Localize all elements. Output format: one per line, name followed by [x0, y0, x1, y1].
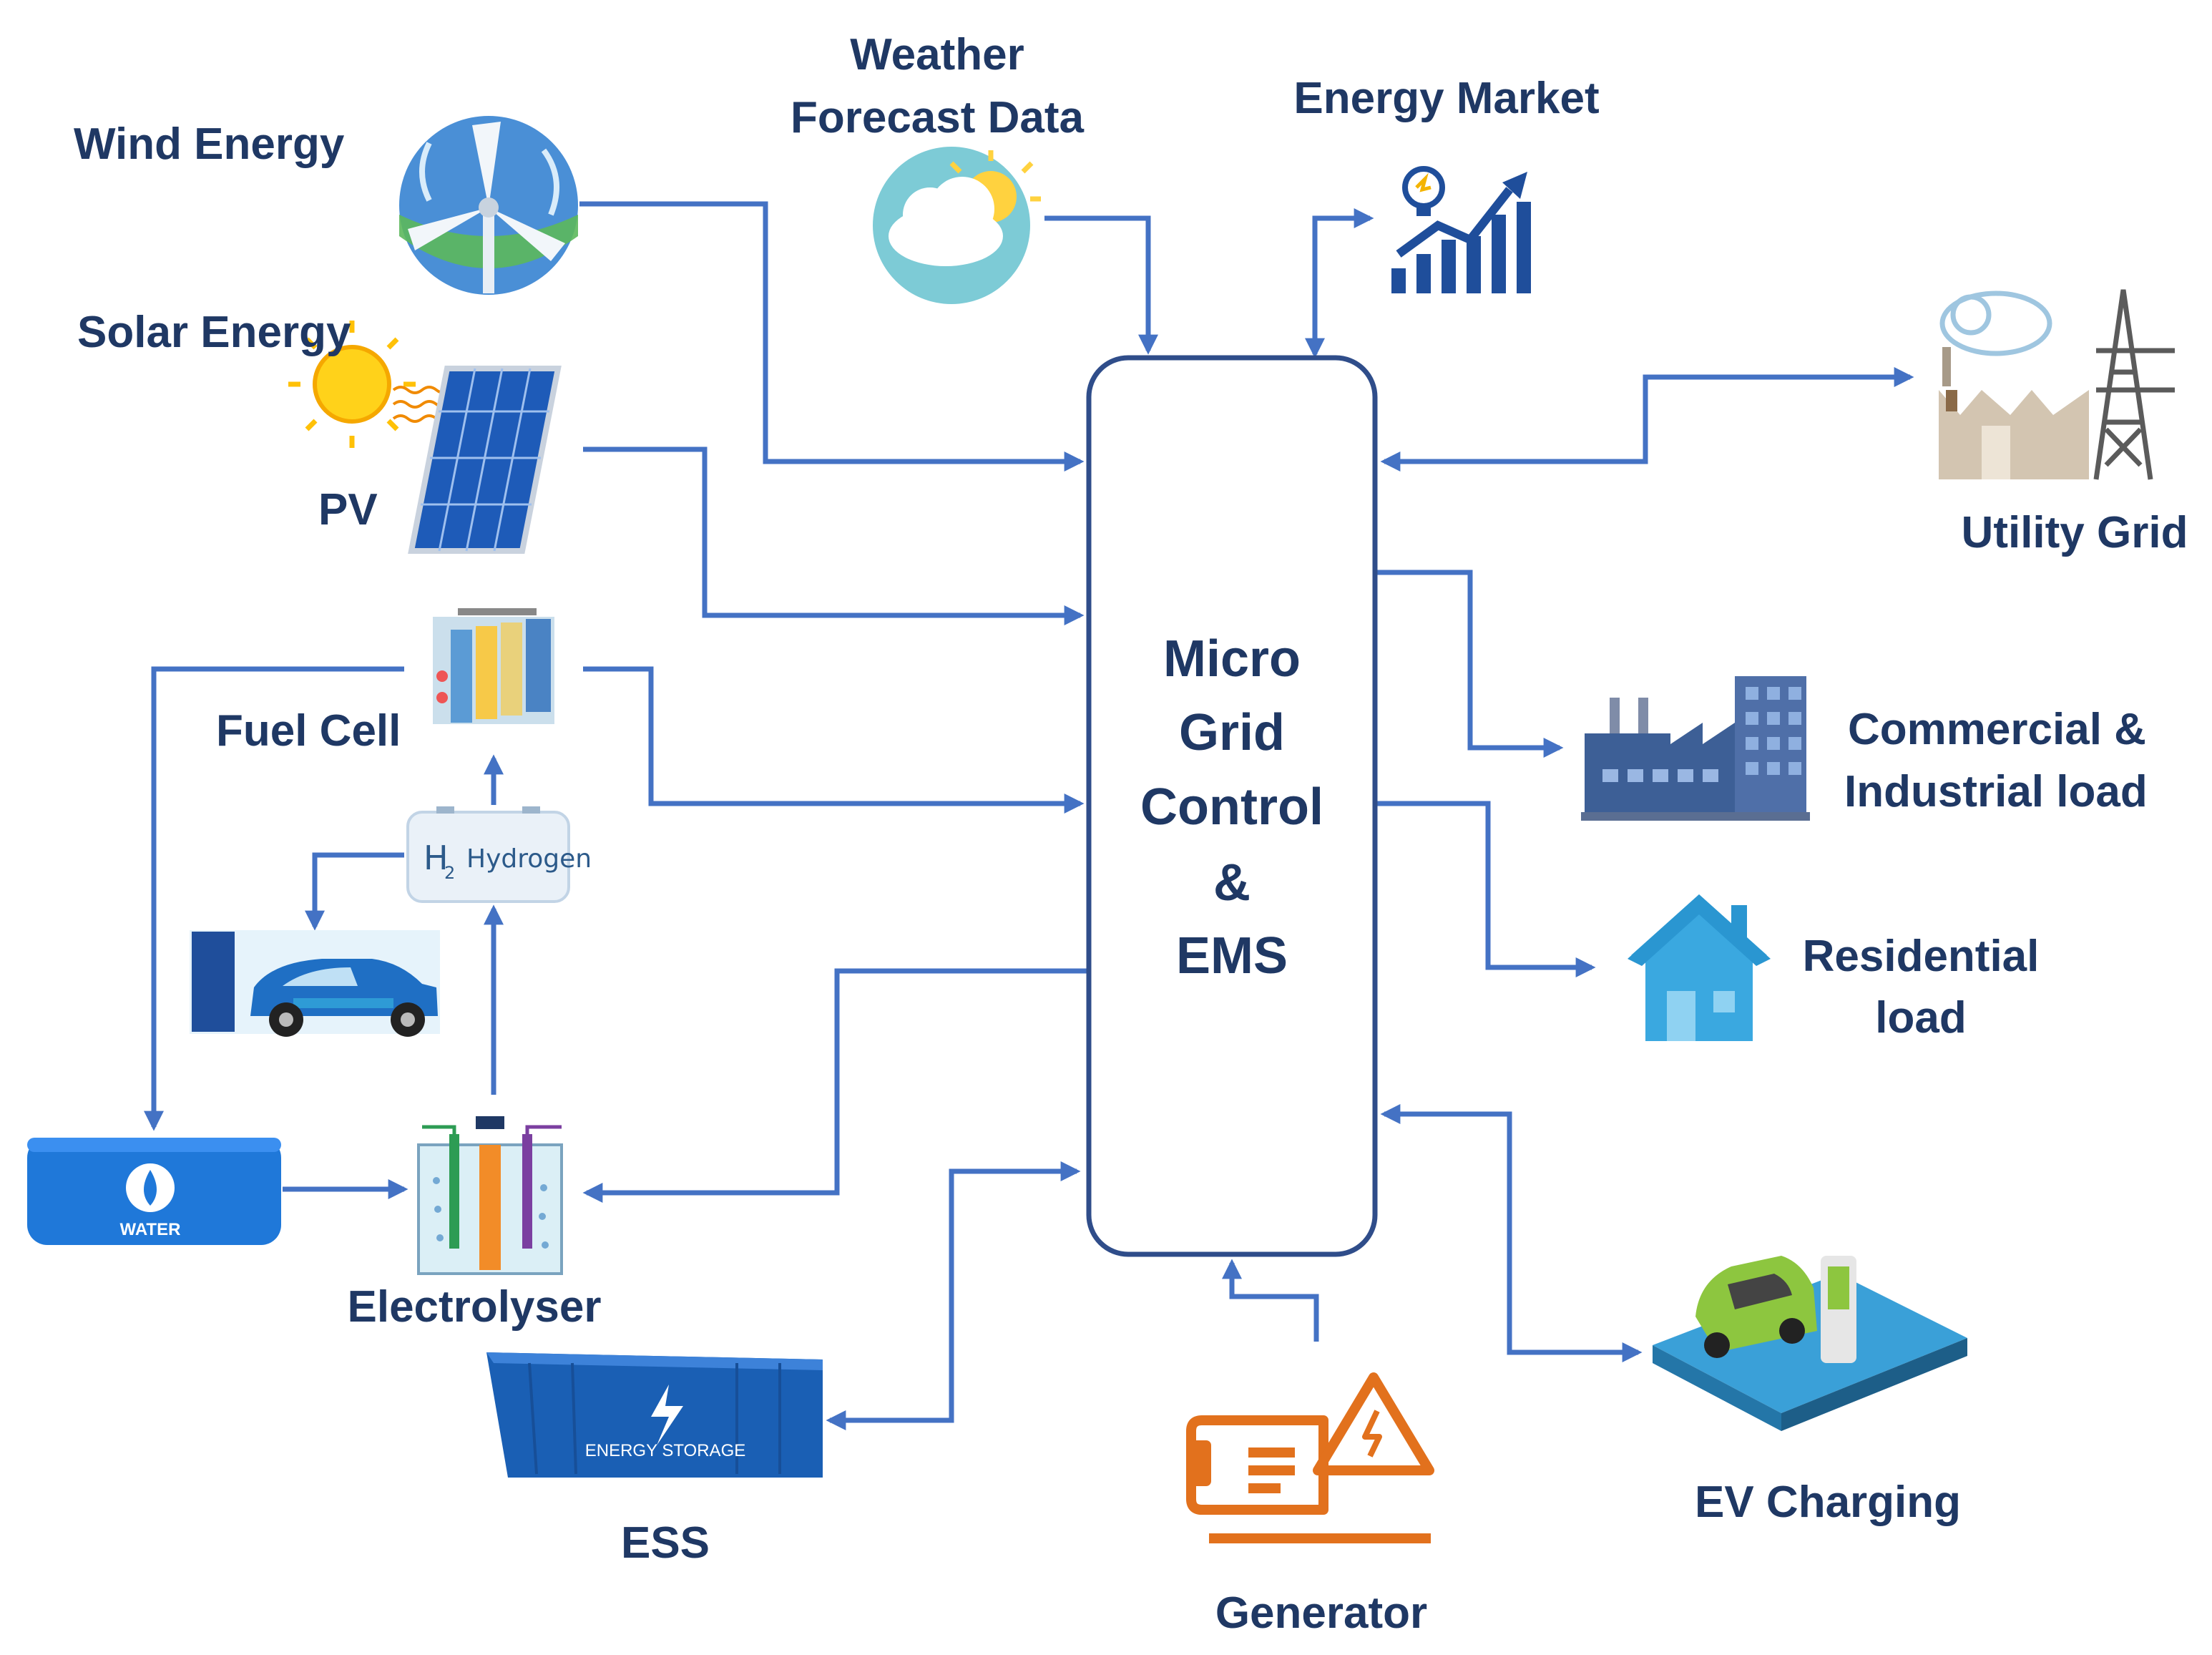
hydrogen-to-vehicle-arrow: [305, 852, 404, 931]
utility-grid-icon: [1939, 289, 2175, 480]
h2-symbol: H: [424, 839, 449, 877]
controller-frame: [1086, 355, 1378, 1257]
fuelcell-to-water-arrow: [144, 666, 404, 1131]
weather-label-line-1: Weather: [850, 30, 1024, 79]
house-icon: [1628, 894, 1771, 1041]
generator-to-controller-arrow: [1222, 1259, 1319, 1342]
ess-label: ESS: [621, 1518, 710, 1568]
generator-icon: [1186, 1372, 1434, 1543]
weather-to-controller-arrow: [1044, 215, 1158, 355]
solar-panel-icon: [408, 366, 562, 554]
controller-ess-arrow: [826, 1161, 1081, 1430]
controller-ev-arrow: [1380, 1104, 1643, 1362]
pv-label: PV: [318, 485, 378, 534]
solar-energy-label: Solar Energy: [77, 308, 351, 357]
labels: Wind Energy Weather Forecast Data Energy…: [74, 30, 2188, 1638]
sun-icon: [288, 321, 452, 448]
energy-market-chart-icon: [1391, 166, 1531, 293]
weather-label-line-2: Forecast Data: [791, 93, 1085, 142]
ev-charging-station-icon: [1653, 1256, 1967, 1431]
ev-charging-label: EV Charging: [1695, 1478, 1961, 1527]
residential-label-line-1: Residential: [1803, 932, 2040, 981]
wind-energy-label: Wind Energy: [74, 119, 345, 169]
generator-label: Generator: [1215, 1588, 1427, 1638]
controller-line-5: EMS: [1176, 927, 1288, 985]
water-tank-icon: WATER: [27, 1138, 281, 1245]
electrolyser-icon: [417, 1116, 563, 1275]
controller-to-electrolyser-arrow: [582, 968, 1089, 1203]
wind-to-controller-arrow: [579, 201, 1085, 472]
energy-market-label: Energy Market: [1293, 74, 1599, 123]
controller-to-commercial-arrow: [1377, 570, 1564, 758]
fuel-cell-label: Fuel Cell: [216, 706, 401, 756]
factory-building-icon: [1581, 676, 1810, 821]
electrolyser-label: Electrolyser: [348, 1282, 602, 1332]
water-tank-text: WATER: [120, 1220, 181, 1239]
wind-turbine-icon: [399, 116, 578, 295]
controller-to-residential-arrow: [1377, 801, 1596, 977]
hydrogen-vehicle-icon: [190, 930, 440, 1037]
controller-line-2: Grid: [1179, 704, 1285, 761]
fuel-cell-stack-icon: [433, 608, 554, 724]
commercial-label-line-2: Industrial load: [1844, 767, 2148, 816]
controller-utility-arrow: [1380, 367, 1914, 472]
controller-box: Micro Grid Control & EMS: [1086, 355, 1378, 1257]
weather-cloud-icon: [873, 147, 1041, 304]
controller-line-3: Control: [1140, 778, 1323, 836]
pv-to-controller-arrow: [583, 446, 1085, 625]
energy-storage-text: ENERGY STORAGE: [585, 1441, 746, 1460]
controller-line-4: &: [1213, 854, 1251, 912]
residential-label-line-2: load: [1875, 993, 1966, 1043]
utility-grid-label: Utility Grid: [1962, 508, 2188, 557]
h2-subscript: 2: [444, 863, 455, 883]
fuelcell-to-controller-arrow: [583, 666, 1085, 814]
hydrogen-tank-icon: H 2 Hydrogen: [406, 806, 592, 903]
hydrogen-tank-text: Hydrogen: [466, 844, 592, 874]
connectors: [144, 201, 1914, 1430]
controller-line-1: Micro: [1163, 630, 1301, 688]
controller-market-arrow: [1305, 208, 1374, 358]
commercial-label-line-1: Commercial &: [1848, 705, 2146, 754]
energy-storage-container-icon: ENERGY STORAGE: [486, 1352, 823, 1478]
